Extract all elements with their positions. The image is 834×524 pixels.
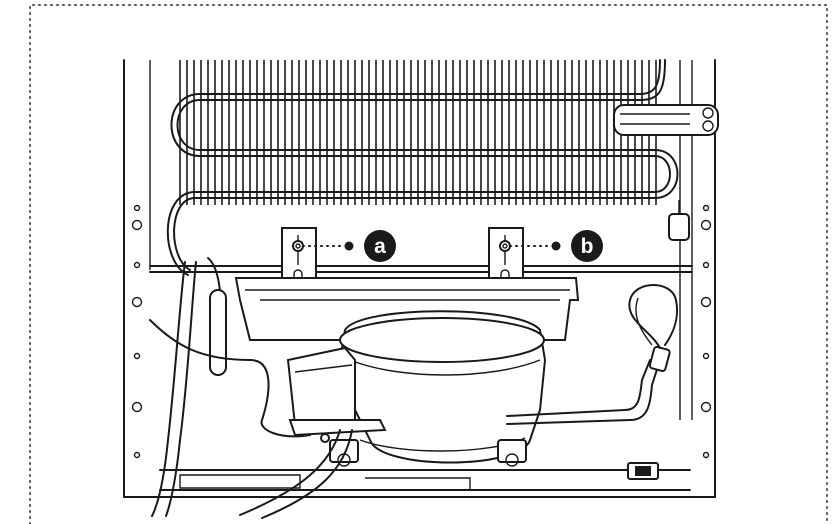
callout-badge-b: [571, 230, 603, 262]
capillary-tube: [149, 257, 353, 519]
mounting-screw-icon[interactable]: [292, 240, 304, 252]
switch-icon[interactable]: [635, 466, 651, 476]
base-plate: [159, 462, 691, 491]
compressor: [329, 310, 547, 467]
mounting-rail: [149, 265, 693, 273]
callout-label-a: a: [374, 235, 386, 258]
callout-b: b: [509, 230, 603, 262]
callout-a: a: [302, 230, 396, 262]
side-holes-right: [700, 204, 712, 459]
mounting-screw-icon[interactable]: [499, 240, 511, 252]
compressor-pipes: [506, 284, 678, 425]
drier-filter: [668, 200, 690, 241]
condenser-wires: [179, 60, 657, 205]
tube-clamp: [613, 104, 719, 136]
relay-box: [286, 346, 387, 437]
dotted-frame: [29, 4, 828, 524]
condenser-coil: [166, 59, 679, 276]
callout-badge-a: [364, 230, 396, 262]
cabinet-frame: [123, 59, 716, 498]
callout-label-b: b: [581, 235, 594, 258]
side-holes-left: [131, 204, 143, 459]
